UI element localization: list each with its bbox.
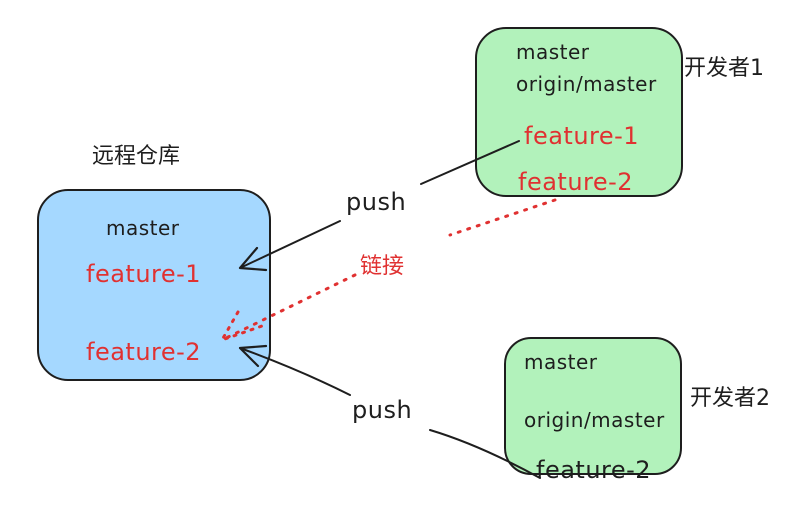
link-dotted-line xyxy=(448,198,557,237)
push-arrow-1-line xyxy=(420,140,520,185)
remote-repo-box xyxy=(37,189,271,381)
dev1-title: 开发者1 xyxy=(684,56,764,81)
dev1-branch-feature-1: feature-1 xyxy=(524,122,640,150)
push-arrow-2-line xyxy=(429,429,541,479)
dev2-box xyxy=(504,337,682,475)
dev2-title: 开发者2 xyxy=(690,386,770,411)
dev2-branch-master: master xyxy=(524,350,598,374)
link-label: 链接 xyxy=(360,254,405,279)
push-arrow-2-head xyxy=(238,344,268,368)
remote-branch-feature-1: feature-1 xyxy=(86,260,202,288)
push-label-1: push xyxy=(346,188,407,216)
dev1-branch-feature-2: feature-2 xyxy=(518,168,634,196)
link-dotted-line xyxy=(220,273,357,342)
push-arrow-1-head xyxy=(238,246,268,272)
push-arrow-1-line xyxy=(239,220,341,269)
link-dotted-head xyxy=(218,310,264,343)
dev1-branch-origin-master: origin/master xyxy=(516,72,657,96)
dev1-box xyxy=(475,27,683,197)
dev1-branch-master: master xyxy=(516,40,590,64)
remote-branch-master: master xyxy=(106,216,180,240)
dev2-branch-feature-2: feature-2 xyxy=(536,456,652,484)
push-label-2: push xyxy=(352,396,413,424)
dev2-branch-origin-master: origin/master xyxy=(524,408,665,432)
push-arrow-2-line xyxy=(239,347,351,396)
remote-repo-title: 远程仓库 xyxy=(92,144,181,169)
remote-branch-feature-2: feature-2 xyxy=(86,338,202,366)
